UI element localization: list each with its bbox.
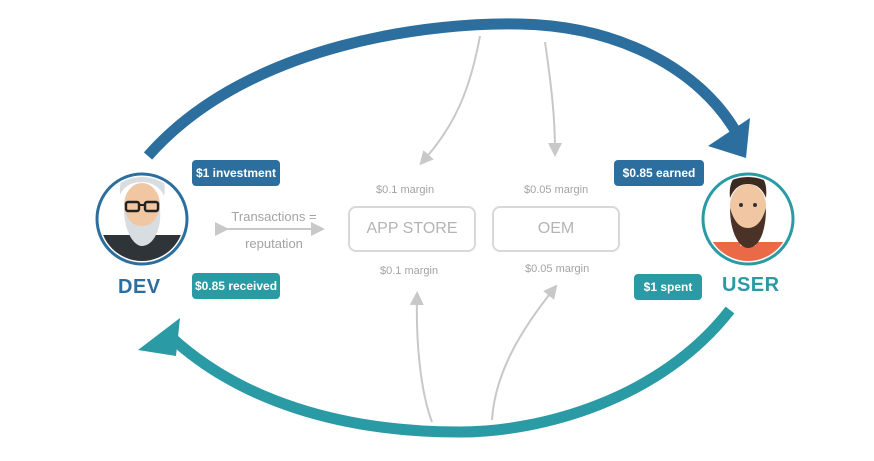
bottom-flow-arc [168, 306, 735, 438]
dev-label: DEV [118, 276, 161, 298]
user-label: USER [722, 274, 780, 296]
appstore-top-arrow [419, 35, 481, 166]
oem-box: OEM [492, 206, 620, 252]
oem-margin-top: $0.05 margin [524, 184, 589, 196]
user-earned-badge: $0.85 earned [614, 160, 704, 186]
top-flow-arrowhead [708, 118, 750, 158]
oem-bottom-arrow [491, 284, 558, 421]
transactions-label-line1: Transactions = [231, 209, 317, 224]
user-spent-badge: $1 spent [634, 274, 702, 300]
app-store-margin-bottom: $0.1 margin [380, 265, 439, 277]
bottom-flow-arrowhead [138, 318, 180, 356]
app-store-margin-top: $0.1 margin [376, 184, 435, 196]
dev-investment-badge: $1 investment [192, 160, 280, 186]
user-avatar [701, 172, 795, 266]
dev-avatar [95, 172, 189, 266]
oem-top-arrow [544, 41, 562, 157]
transactions-label-line2: reputation [245, 236, 303, 251]
oem-margin-bottom: $0.05 margin [525, 263, 590, 275]
dev-received-badge: $0.85 received [192, 273, 280, 299]
app-store-box: APP STORE [348, 206, 476, 252]
top-flow-arc [143, 18, 741, 160]
appstore-bottom-arrow [409, 291, 433, 423]
